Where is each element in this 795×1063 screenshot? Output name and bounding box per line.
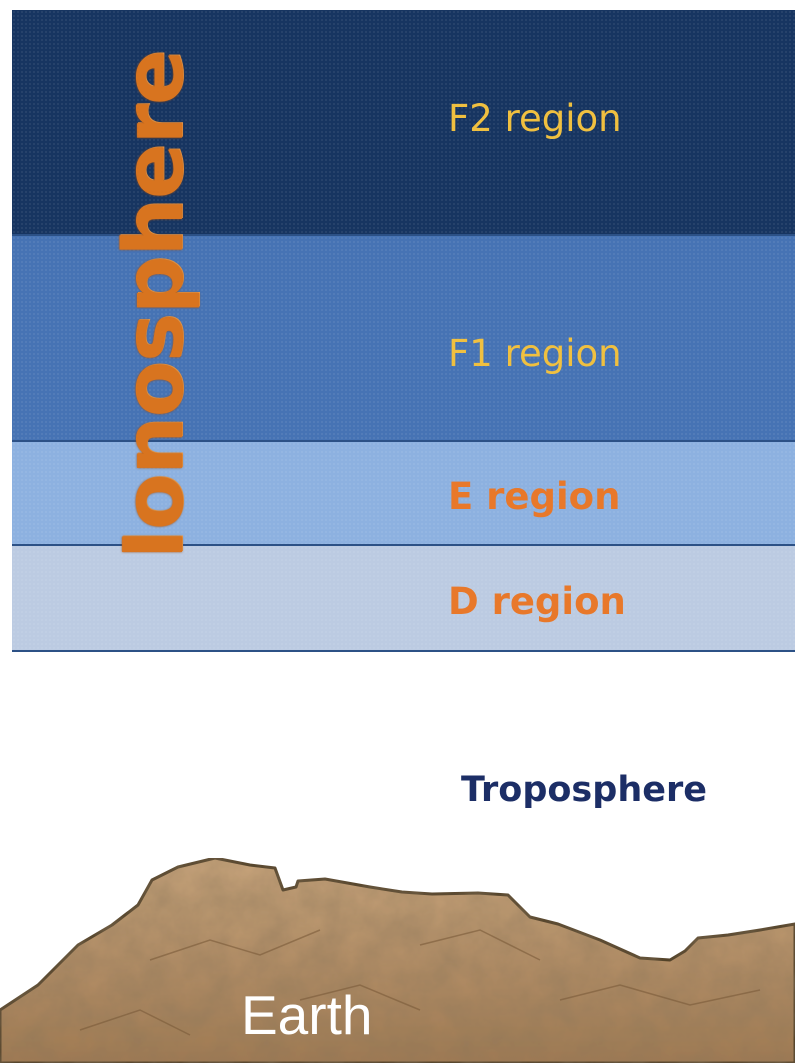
earth-ground (0, 858, 795, 1063)
earth-label: Earth (241, 988, 372, 1043)
